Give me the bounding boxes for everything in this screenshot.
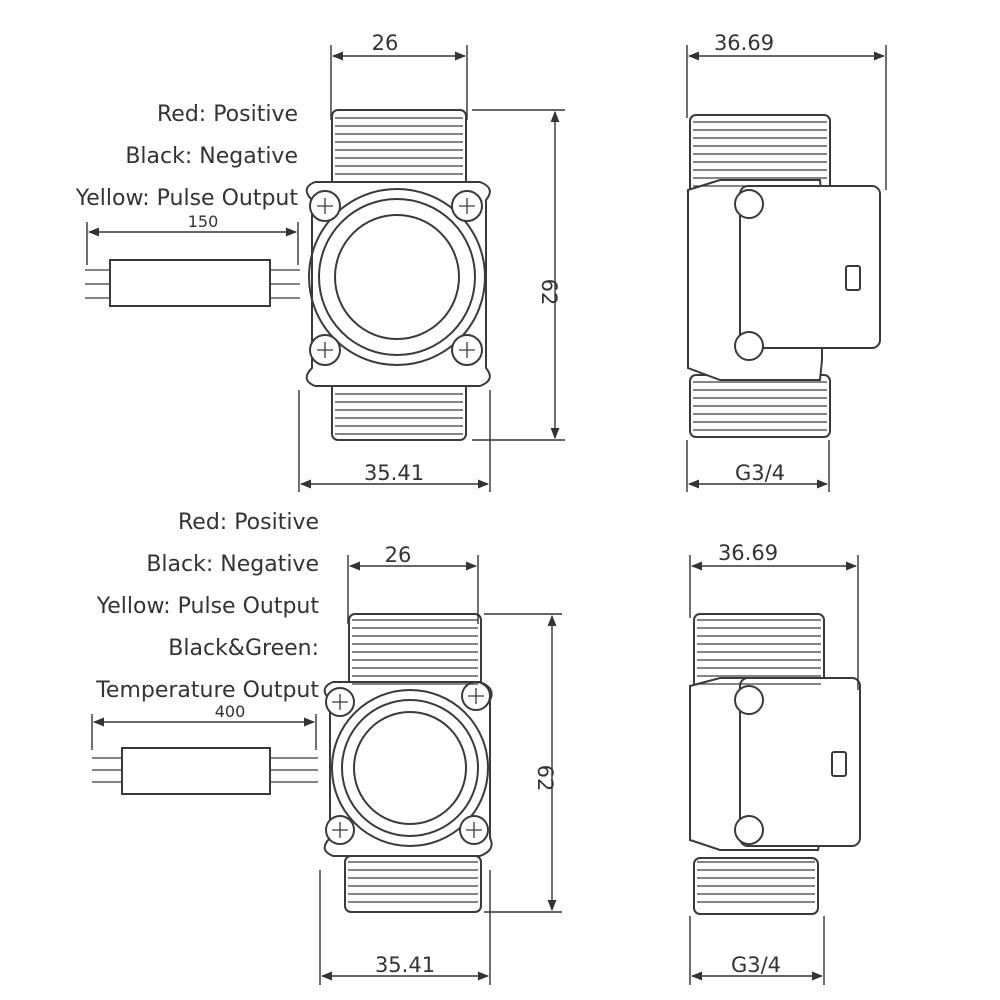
top-thread: [331, 109, 467, 193]
thread-ridges: [335, 117, 827, 903]
dimension-lines: [91, 555, 562, 985]
dim-62: 62: [533, 765, 557, 792]
body-flange: [305, 181, 491, 387]
wire-label-temperature: Temperature Output: [96, 678, 319, 703]
top-side-view: 36.69 G3/4: [686, 31, 887, 492]
wire-label-black: Black: Negative: [146, 552, 319, 577]
bottom-side-view: 36.69 G3/4: [689, 541, 861, 985]
dimension-lines: [689, 555, 859, 985]
dim-cable: 150: [188, 212, 219, 231]
bottom-thread: [331, 377, 467, 441]
dim-35-41: 35.41: [364, 461, 424, 485]
thread-size: G3/4: [731, 953, 781, 977]
bottom-front-view: 26 62 35.41 400: [91, 543, 562, 985]
dim-36-69: 36.69: [714, 31, 774, 55]
dim-62: 62: [537, 279, 561, 306]
dim-26: 26: [372, 31, 399, 55]
wire-label-black-green: Black&Green:: [168, 636, 319, 661]
screw-icon: [309, 190, 483, 366]
thread-size: G3/4: [735, 461, 785, 485]
wire-label-red: Red: Positive: [177, 510, 319, 535]
wire-label-red: Red: Positive: [156, 102, 298, 127]
dimension-lines: [686, 45, 887, 492]
wire-label-yellow: Yellow: Pulse Output: [96, 594, 319, 619]
screw-icon: [325, 681, 491, 845]
dim-36-69: 36.69: [718, 541, 778, 565]
dim-cable: 400: [215, 702, 246, 721]
dim-26: 26: [385, 543, 412, 567]
dimension-lines: [86, 45, 565, 492]
dim-35-41: 35.41: [375, 953, 435, 977]
wire-label-black: Black: Negative: [125, 144, 298, 169]
top-front-view: 26 62 35.41 150: [85, 31, 565, 492]
wire-label-yellow: Yellow: Pulse Output: [75, 186, 298, 211]
cable: [85, 259, 300, 307]
cable: [92, 747, 318, 795]
